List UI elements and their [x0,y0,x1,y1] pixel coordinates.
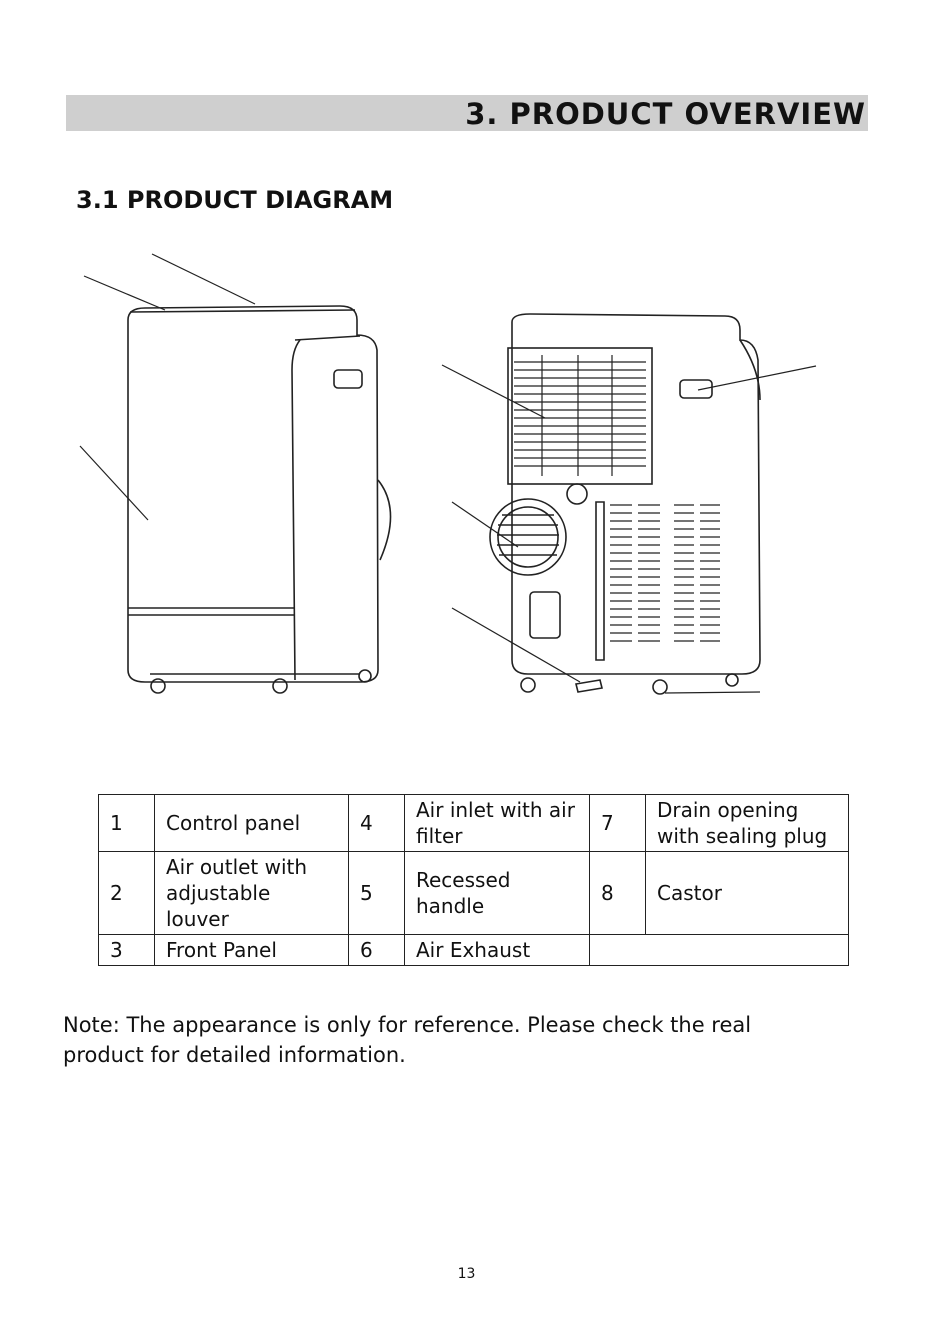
legend-label: Front Panel [154,934,349,966]
legend-label: Air outlet with adjustable louver [154,851,349,935]
legend-number: 8 [589,851,646,935]
back-view-unit [489,313,761,695]
legend-number: 7 [589,794,646,852]
chapter-title: 3. PRODUCT OVERVIEW [465,97,866,131]
legend-label: Air Exhaust [404,934,590,966]
legend-number: 3 [98,934,155,966]
legend-label: Air inlet with air filter [404,794,590,852]
legend-label: Recessed handle [404,851,590,935]
legend-table: 1 Control panel 4 Air inlet with air fil… [98,794,849,966]
legend-empty-cell [589,934,849,966]
legend-label: Castor [645,851,849,935]
front-view-unit [127,305,392,694]
section-banner: 3. PRODUCT OVERVIEW [66,95,868,131]
legend-number: 4 [348,794,405,852]
leader-lines [79,253,817,694]
legend-number: 1 [98,794,155,852]
page-number: 13 [457,1266,476,1282]
product-diagram [79,253,817,695]
legend-number: 2 [98,851,155,935]
legend-label: Control panel [154,794,349,852]
table-row: 3 Front Panel 6 Air Exhaust [98,934,849,966]
table-row: 2 Air outlet with adjustable louver 5 Re… [98,851,849,935]
legend-label: Drain opening with sealing plug [645,794,849,852]
legend-number: 6 [348,934,405,966]
reference-note: Note: The appearance is only for referen… [63,1013,752,1067]
section-title: 3.1 PRODUCT DIAGRAM [76,186,394,214]
table-row: 1 Control panel 4 Air inlet with air fil… [98,794,849,852]
legend-number: 5 [348,851,405,935]
